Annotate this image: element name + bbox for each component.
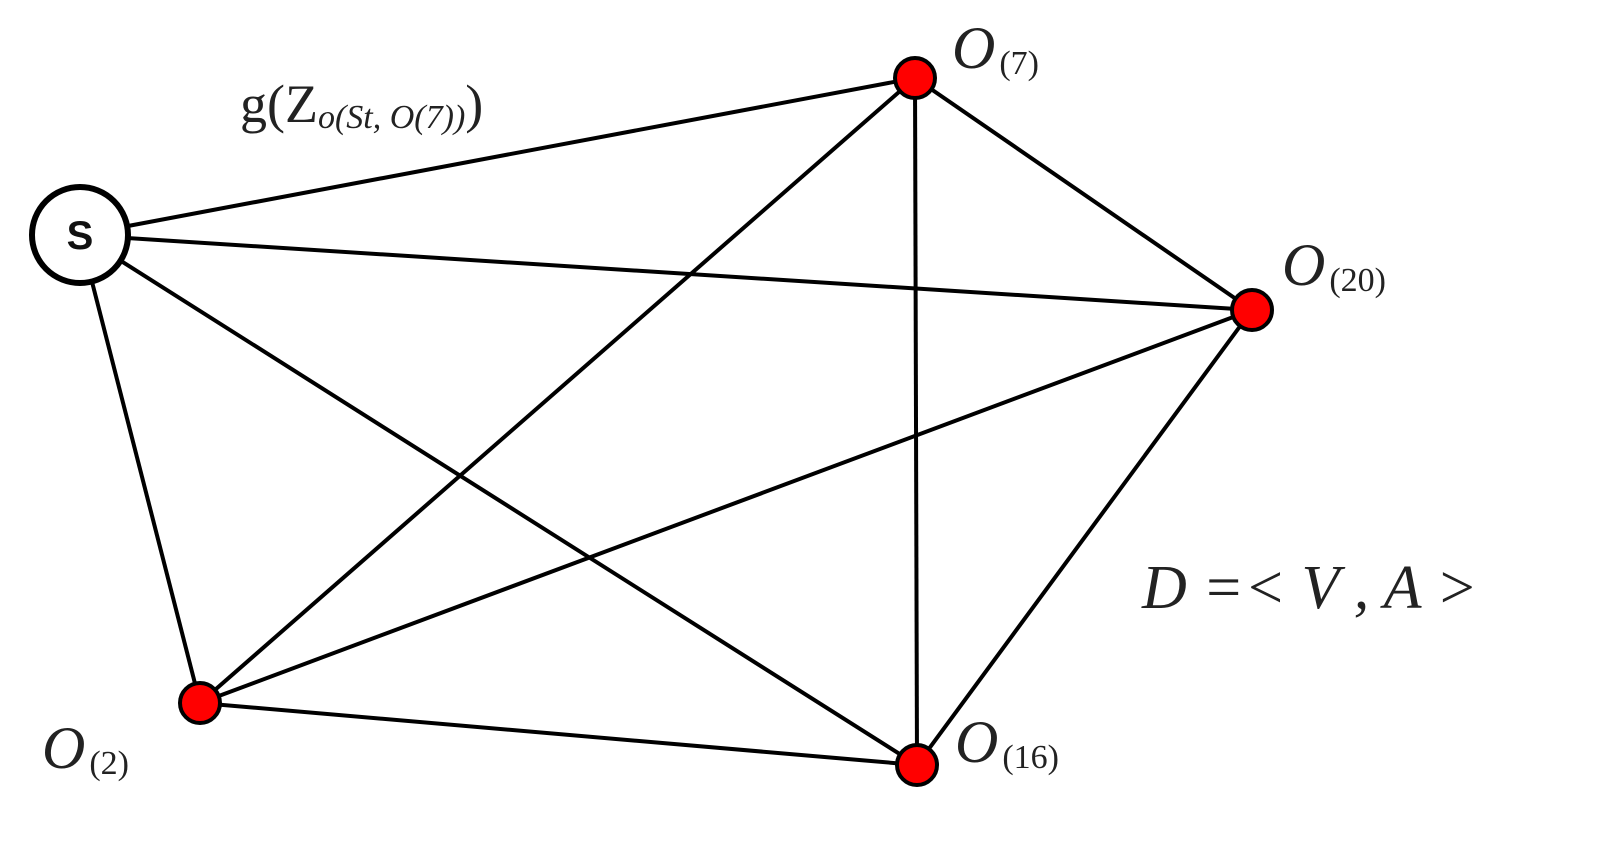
edge-weight-close: ) (465, 74, 483, 134)
nodes-layer: S O(7) O(20) O(2) O(16) (29, 15, 1386, 787)
edge-s-o20 (79, 233, 1253, 312)
edges-layer (78, 76, 1254, 767)
edge-s-o2 (78, 234, 202, 704)
edge-weight-label: g(Zo(St, O(7))) (240, 74, 483, 136)
node-label-o16: O(16) (955, 709, 1059, 776)
node-o7 (893, 56, 937, 100)
graph-formula: D =< V , A > (1141, 554, 1478, 622)
edge-weight-subscript: o(St, O(7)) (318, 99, 465, 136)
node-o16 (895, 743, 939, 787)
edge-s-o16 (78, 233, 919, 767)
edge-o7-o2 (198, 76, 917, 705)
edge-s-o7 (79, 76, 916, 237)
node-label-o7: O(7) (952, 15, 1039, 82)
node-label-o2: O(2) (42, 715, 129, 782)
edge-weight-z: Z (285, 74, 318, 134)
edge-o20-o2 (199, 308, 1253, 705)
edge-o20-o16 (915, 308, 1254, 767)
edge-weight-func: g (240, 74, 267, 134)
source-node (29, 184, 131, 286)
edge-weight-open: ( (267, 74, 285, 134)
node-o20 (1230, 288, 1274, 332)
source-node-label: S (67, 214, 94, 258)
node-label-o20: O(20) (1282, 232, 1386, 299)
edge-o7-o20 (913, 76, 1254, 312)
edge-o7-o16 (913, 77, 919, 766)
node-o2 (178, 681, 222, 725)
edge-o2-o16 (199, 701, 918, 767)
